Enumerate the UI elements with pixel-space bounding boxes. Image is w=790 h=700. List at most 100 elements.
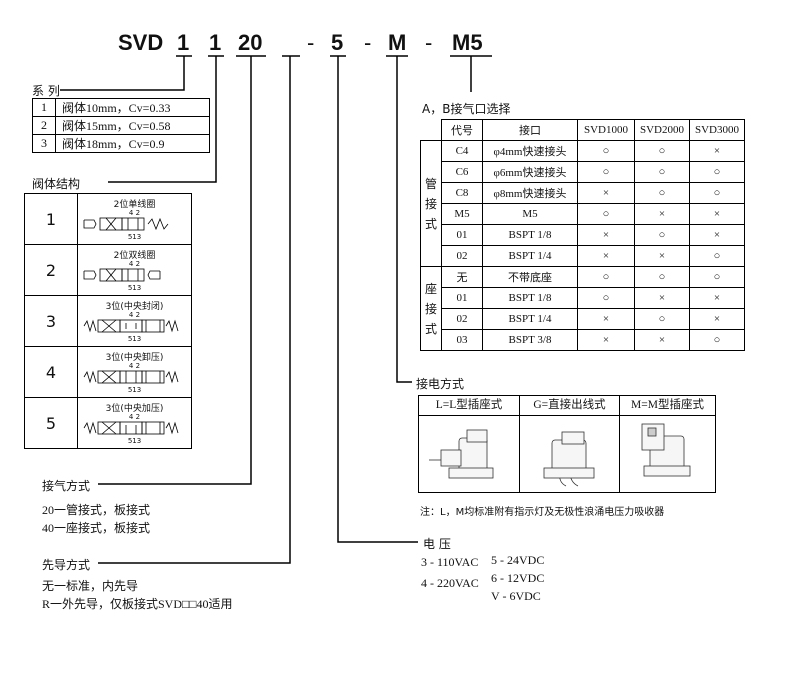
grommet-lead-wire-icon xyxy=(543,431,595,487)
compat-mark: × xyxy=(577,329,635,351)
valve-title: 2位单线圈 xyxy=(113,200,156,210)
group-label-tube: 管接式 xyxy=(420,140,442,267)
port-method-line: 40一座接式，板接式 xyxy=(42,521,151,535)
compat-mark: × xyxy=(577,182,635,204)
electrical-table: L=L型插座式 G=直接出线式 M=M型插座式 xyxy=(418,395,716,493)
port-code: 02 xyxy=(441,308,483,330)
series-num: 1 xyxy=(32,98,56,117)
valve-ports-bottom: 513 xyxy=(127,437,142,445)
port-selection-heading: A，B接气口选择 xyxy=(422,102,511,116)
group-label-base: 座接式 xyxy=(420,266,442,351)
valve-ports-bottom: 513 xyxy=(127,335,142,343)
compat-mark: ○ xyxy=(634,266,690,288)
port-code: 03 xyxy=(441,329,483,351)
compat-mark: ○ xyxy=(634,140,690,162)
port-type: φ8mm快速接头 xyxy=(482,182,578,204)
table-row: C8 φ8mm快速接头 × ○ ○ xyxy=(421,182,745,204)
table-row: 02 BSPT 1/4 × × ○ xyxy=(421,245,745,267)
valve-ports-top: 4 2 xyxy=(128,362,141,370)
port-type: φ6mm快速接头 xyxy=(482,161,578,183)
connector-label: L=L型插座式 xyxy=(419,396,519,416)
model-code-dash: - xyxy=(425,30,433,55)
valve-ports-top: 4 2 xyxy=(128,311,141,319)
table-row: M5 M5 ○ × × xyxy=(421,203,745,225)
port-type: φ4mm快速接头 xyxy=(482,140,578,162)
port-code: M5 xyxy=(441,203,483,225)
model-code-series-prefix: SVD xyxy=(118,30,164,55)
port-type: M5 xyxy=(482,203,578,225)
model-code-electrical: M xyxy=(388,30,407,55)
series-desc: 阀体10mm，Cv=0.33 xyxy=(55,98,210,117)
compat-mark: ○ xyxy=(689,266,745,288)
voltage-option: 4 - 220VAC xyxy=(421,576,479,590)
compat-mark: ○ xyxy=(689,161,745,183)
model-code-series: 1 xyxy=(177,30,190,55)
compat-mark: ○ xyxy=(689,245,745,267)
table-row: 座接式 无 不带底座 ○ ○ ○ xyxy=(420,266,745,351)
voltage-heading: 电 压 xyxy=(423,537,451,551)
valve-title: 3位(中央加压) xyxy=(105,404,164,414)
compat-mark: × xyxy=(634,329,690,351)
port-type: BSPT 1/4 xyxy=(482,245,578,267)
table-row: 01 BSPT 1/8 × ○ × xyxy=(421,224,745,246)
port-code: C8 xyxy=(441,182,483,204)
compat-mark: ○ xyxy=(689,182,745,204)
compat-mark: × xyxy=(577,224,635,246)
compat-mark: ○ xyxy=(577,140,635,162)
voltage-option: 6 - 12VDC xyxy=(491,571,545,585)
table-row: 3 3位(中央封闭) 4 2 513 xyxy=(24,295,192,347)
port-code: 02 xyxy=(441,245,483,267)
valve-ports-bottom: 513 xyxy=(127,284,142,292)
m-type-connector-icon xyxy=(641,423,691,477)
compat-mark: × xyxy=(634,287,690,309)
table-row: 2 2位双线圈 4 2 513 xyxy=(24,244,192,296)
pilot-line: 无一标准，内先导 xyxy=(42,579,139,593)
table-header-row: 代号 接口 SVD1000 SVD2000 SVD3000 xyxy=(420,119,745,141)
table-row: 5 3位(中央加压) 4 2 513 xyxy=(24,397,192,449)
port-method-line: 20一管接式，板接式 xyxy=(42,503,151,517)
port-selection-table: 代号 接口 SVD1000 SVD2000 SVD3000 管接式 C4 φ4m… xyxy=(420,119,745,351)
body-structure-table: 1 2位单线圈 4 2 513 2 2位双线圈 4 2 513 3 xyxy=(24,193,192,449)
col-header: 接口 xyxy=(482,119,578,141)
model-code-dash: - xyxy=(307,30,315,55)
model-code-port-method: 20 xyxy=(238,30,263,55)
compat-mark: × xyxy=(689,203,745,225)
valve-2pos-double-solenoid-icon xyxy=(83,268,161,282)
port-type: BSPT 1/8 xyxy=(482,287,578,309)
valve-3pos-closed-center-icon xyxy=(83,319,179,333)
compat-mark: ○ xyxy=(634,224,690,246)
col-header: SVD1000 xyxy=(577,119,635,141)
col-header: SVD2000 xyxy=(634,119,690,141)
valve-3pos-pressure-center-icon xyxy=(83,421,179,435)
electrical-note: 注：L，M均标准附有指示灯及无极性浪涌电压力吸收器 xyxy=(420,507,665,518)
compat-mark: ○ xyxy=(577,287,635,309)
l-type-connector-icon xyxy=(429,429,494,479)
body-num: 5 xyxy=(24,397,78,449)
electrical-heading: 接电方式 xyxy=(416,377,465,391)
compat-mark: ○ xyxy=(634,308,690,330)
table-row: 1 2位单线圈 4 2 513 xyxy=(24,193,192,245)
valve-ports-top: 4 2 xyxy=(128,260,141,268)
model-code-port-size: M5 xyxy=(452,30,483,55)
model-code-voltage: 5 xyxy=(331,30,344,55)
compat-mark: ○ xyxy=(689,329,745,351)
compat-mark: × xyxy=(689,287,745,309)
table-row: L=L型插座式 G=直接出线式 M=M型插座式 xyxy=(418,395,716,493)
table-row: C6 φ6mm快速接头 ○ ○ ○ xyxy=(421,161,745,183)
compat-mark: × xyxy=(634,203,690,225)
table-row: 01 BSPT 1/8 ○ × × xyxy=(421,287,745,309)
compat-mark: × xyxy=(689,140,745,162)
compat-mark: × xyxy=(577,308,635,330)
compat-mark: × xyxy=(689,308,745,330)
body-num: 1 xyxy=(24,193,78,245)
valve-2pos-single-solenoid-icon xyxy=(83,217,169,231)
compat-mark: ○ xyxy=(577,203,635,225)
compat-mark: ○ xyxy=(577,161,635,183)
voltage-option: V - 6VDC xyxy=(491,589,541,603)
series-desc: 阀体15mm，Cv=0.58 xyxy=(55,116,210,135)
